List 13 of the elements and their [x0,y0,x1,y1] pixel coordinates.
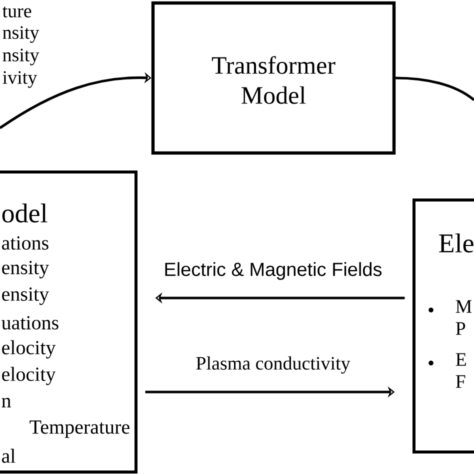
node-label: Ele [439,233,474,253]
process-box: Transformer Model [151,1,396,155]
arrow-label: nsity [2,48,40,66]
model-box: odel ations ensity ensity uations elocity elocity n Temperature al [0,170,138,474]
edge-label: Plasma conductivity [194,355,352,375]
arrow-label: nsity [2,26,40,43]
edge-label: Electric & Magnetic Fields [162,261,384,281]
arrow-label: ivity [2,71,38,88]
arrow-label: ture [2,6,32,18]
arrow [0,72,152,130]
node-label: E F [456,353,466,388]
node-label: M P [456,300,472,335]
model-box: Ele M P E F [412,198,474,454]
